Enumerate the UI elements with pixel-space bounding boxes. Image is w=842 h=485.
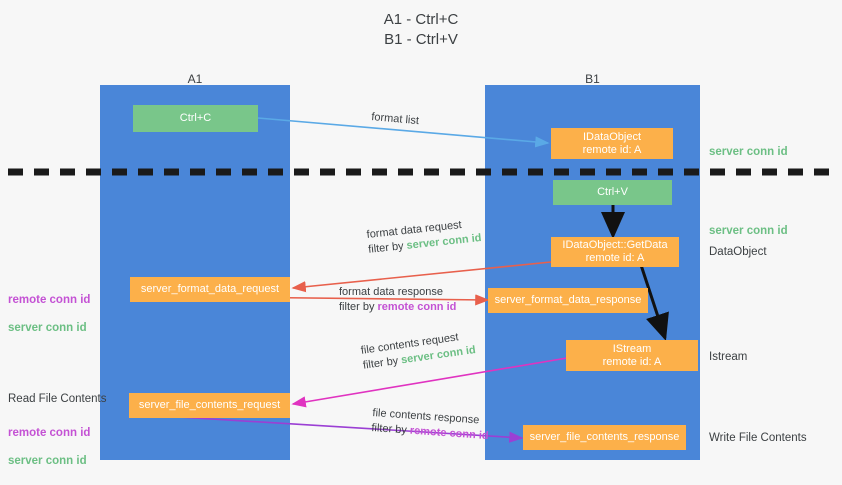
node-istream-line2: remote id: A bbox=[602, 355, 662, 368]
column-header-a1-name: A1 bbox=[187, 72, 203, 86]
node-idataobject-line1: IDataObject bbox=[582, 130, 642, 143]
left-label-remote-conn-id-upper: remote conn id bbox=[8, 294, 91, 306]
left-label-server-conn-id-upper: server conn id bbox=[8, 322, 87, 334]
node-server-format-data-request[interactable]: server_format_data_request bbox=[130, 277, 290, 302]
filter-prefix: filter by bbox=[362, 354, 403, 372]
node-idataobject-getdata[interactable]: IDataObject::GetData remote id: A bbox=[551, 237, 679, 267]
token-remote-conn-id: remote conn id bbox=[377, 301, 457, 313]
node-ctrl-c[interactable]: Ctrl+C bbox=[133, 105, 258, 132]
right-label-write-file-contents: Write File Contents bbox=[709, 431, 807, 446]
edge-label-format-data-request: format data request filter by server con… bbox=[366, 216, 482, 258]
right-label-server-conn-id-mid: server conn id bbox=[709, 210, 788, 238]
left-label-conn-pair-upper: remote conn id server conn id bbox=[8, 279, 90, 349]
node-idataobject-line2: remote id: A bbox=[582, 143, 642, 156]
edge-label-file-contents-response: file contents response filter by remote … bbox=[371, 406, 490, 444]
right-label-dataobject-text: DataObject bbox=[709, 246, 767, 258]
right-label-server-conn-id-top: server conn id bbox=[709, 131, 788, 159]
node-server-file-contents-request[interactable]: server_file_contents_request bbox=[129, 393, 290, 418]
node-server-file-contents-request-label: server_file_contents_request bbox=[138, 399, 281, 411]
node-server-file-contents-response[interactable]: server_file_contents_response bbox=[523, 425, 686, 450]
left-label-conn-pair-lower: remote conn id server conn id bbox=[8, 412, 90, 482]
node-getdata-line1: IDataObject::GetData bbox=[562, 239, 668, 251]
node-istream-line1: IStream bbox=[612, 342, 652, 355]
left-label-remote-conn-id-lower: remote conn id bbox=[8, 427, 91, 439]
right-label-dataobject: DataObject bbox=[709, 245, 767, 260]
right-label-istream: Istream bbox=[709, 350, 747, 365]
right-label-server-conn-id-top-text: server conn id bbox=[709, 146, 788, 158]
right-label-write-file-contents-text: Write File Contents bbox=[709, 432, 807, 444]
node-getdata-line2: remote id: A bbox=[585, 252, 645, 264]
edge-label-format-list-text: format list bbox=[370, 110, 420, 128]
right-label-istream-text: Istream bbox=[709, 351, 748, 363]
node-server-format-data-response-label: server_format_data_response bbox=[494, 294, 642, 306]
left-label-server-conn-id-lower: server conn id bbox=[8, 455, 87, 467]
filter-prefix: filter by bbox=[339, 301, 378, 313]
node-ctrl-v[interactable]: Ctrl+V bbox=[553, 180, 672, 205]
left-label-read-file-contents: Read File Contents bbox=[8, 392, 106, 407]
filter-prefix: filter by bbox=[371, 421, 411, 437]
node-ctrl-c-label: Ctrl+C bbox=[179, 112, 212, 124]
right-label-server-conn-id-mid-text: server conn id bbox=[709, 225, 788, 237]
diagram-title: A1 - Ctrl+C B1 - Ctrl+V bbox=[383, 11, 459, 48]
edge-label-format-list: format list bbox=[371, 110, 420, 129]
edge-label-format-data-response: format data response filter by remote co… bbox=[339, 285, 456, 315]
column-header-b1-name: B1 bbox=[585, 72, 600, 86]
edge-label-format-data-response-line1: format data response bbox=[339, 286, 443, 298]
node-idataobject[interactable]: IDataObject remote id: A bbox=[551, 128, 673, 159]
left-label-read-file-contents-text: Read File Contents bbox=[8, 393, 107, 405]
node-server-format-data-response[interactable]: server_format_data_response bbox=[488, 288, 648, 313]
node-server-file-contents-response-label: server_file_contents_response bbox=[529, 431, 680, 443]
node-ctrl-v-label: Ctrl+V bbox=[597, 186, 628, 198]
edge-label-file-contents-request: file contents request filter by server c… bbox=[360, 328, 477, 374]
filter-prefix: filter by bbox=[367, 239, 408, 256]
edge-label-format-data-response-line2: filter by remote conn id bbox=[339, 300, 456, 315]
node-istream[interactable]: IStream remote id: A bbox=[566, 340, 698, 371]
node-server-format-data-request-label: server_format_data_request bbox=[140, 283, 280, 295]
